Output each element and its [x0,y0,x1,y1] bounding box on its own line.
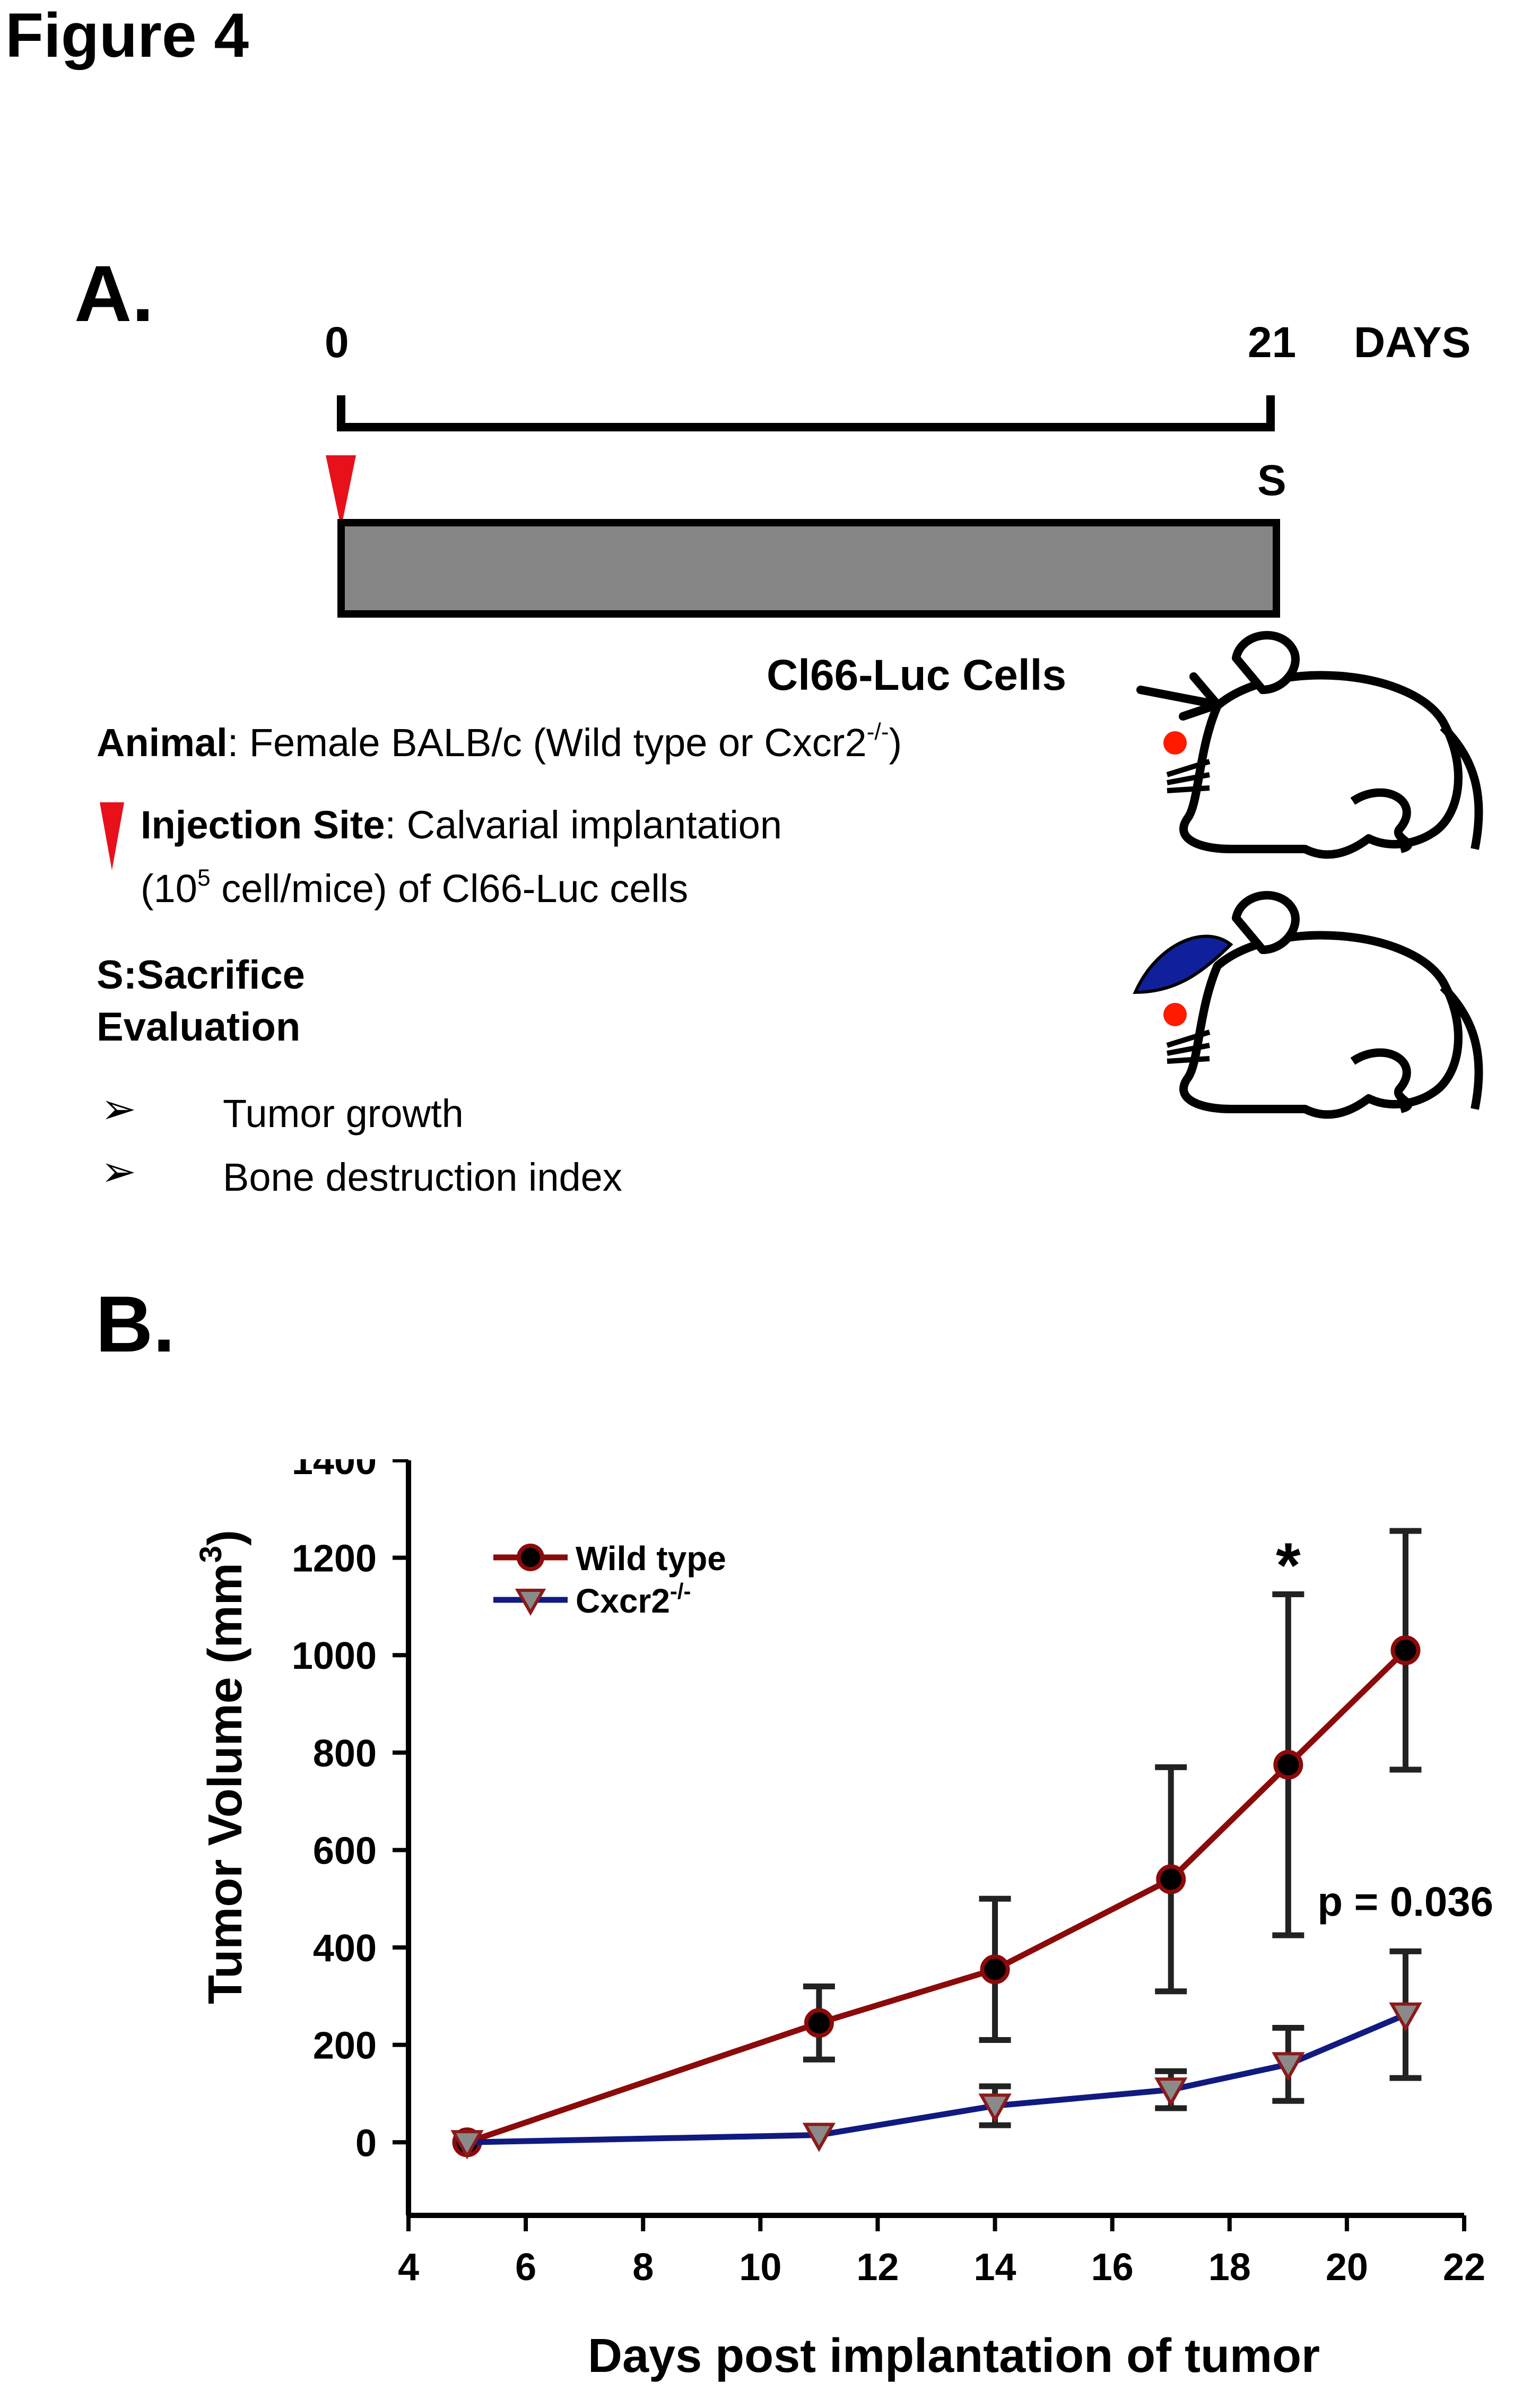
x-tick-label: 12 [856,2246,899,2289]
data-point [1156,1864,1186,1894]
injection-value: : Calvarial implantation [385,803,782,847]
injection-site-text: Injection Site: Calvarial implantation [141,805,782,845]
data-point [804,2008,834,2038]
x-axis-label: Days post implantation of tumor [588,2329,1320,2383]
arrow-bullet-icon: ➢ [101,1148,137,1195]
panel-b-label: B. [95,1279,175,1368]
series-0 [452,1528,1422,2158]
x-tick-label: 8 [632,2246,654,2289]
animal-text: Animal: Female BALB/c (Wild type or Cxcr… [97,720,902,765]
arrow-icon [1136,672,1222,721]
sacrifice-marker-label: S [1257,456,1286,505]
injection-legend-marker [100,802,124,870]
timeline-unit-label: DAYS [1354,318,1471,367]
significance-asterisk: * [1276,1530,1301,1601]
series-line [466,1648,1408,2145]
timeline-end-label: 21 [1248,318,1297,367]
y-tick-label: 200 [313,2025,377,2067]
y-tick-label: 800 [313,1733,377,1775]
y-axis-label-text: Tumor Volume (mm [199,1563,252,2004]
y-axis-label: Tumor Volume (mm3) [194,1530,252,2004]
injection-marker [326,455,356,528]
animal-value-tail: ) [889,721,902,765]
data-point [1389,2002,1422,2032]
evaluation-item: Bone destruction index [223,1155,622,1199]
mouse-icon-1 [1179,631,1483,859]
legend-label: Cxcr2-/- [576,1579,691,1620]
y-tick-label: 400 [313,1927,377,1970]
data-point [1273,1749,1303,1780]
timeline-start-label: 0 [325,318,349,367]
injection-dose-text: (105 cell/mice) of Cl66-Luc cells [141,864,689,911]
y-tick-label: 1400 [292,1459,377,1483]
arrow-bullet-icon: ➢ [101,1085,137,1132]
figure-title: Figure 4 [5,1,249,71]
data-point [978,2093,1012,2123]
series-line [467,2012,1407,2145]
mouse-icon-2 [1179,891,1483,1119]
x-tick-label: 10 [739,2246,781,2289]
panel-a-label: A. [74,249,154,338]
legend-marker [517,1544,544,1571]
data-point [1390,1635,1421,1666]
animal-value: : Female BALB/c (Wild type or Cxcr2 [227,721,867,765]
y-axis-label-sup: 3 [194,1546,228,1563]
series-1 [450,1948,1422,2160]
dose-exponent: 5 [197,864,211,891]
x-tick-label: 20 [1326,2246,1368,2289]
y-tick-label: 0 [355,2122,377,2164]
animal-key: Animal [97,721,228,765]
x-tick-label: 22 [1443,2246,1485,2289]
x-tick-label: 14 [974,2246,1016,2289]
animal-genotype-sup: -/- [866,718,889,745]
timeline-diagram [326,395,1280,618]
sacrifice-text: S:Sacrifice [97,952,305,998]
treatment-duration-bar [337,519,1280,618]
timeline-bracket [337,395,1275,431]
x-tick-label: 16 [1091,2246,1134,2289]
injection-key: Injection Site [141,803,385,847]
legend-label: Wild type [576,1539,726,1578]
y-tick-label: 1200 [292,1538,377,1580]
x-tick-label: 18 [1208,2246,1251,2289]
data-point [1272,2052,1305,2082]
cells-label: Cl66-Luc Cells [767,651,1067,699]
legend-marker [515,1589,546,1616]
tumor-mass-icon [1133,934,1233,994]
p-value-annotation: p = 0.036 [1317,1878,1493,1925]
y-tick-label: 1000 [292,1635,377,1677]
mouse-eye-2 [1163,1003,1187,1026]
y-tick-label: 600 [313,1830,377,1872]
data-point [980,1954,1010,1985]
evaluation-heading: Evaluation [97,1004,301,1050]
evaluation-item: Tumor growth [223,1092,464,1136]
mouse-illustrations [1133,631,1483,1119]
tumor-volume-chart: 0 200 400 600 800 1000 1200 1400 4 6 8 10 12 14 16 18 20… [194,1459,1493,2383]
x-tick-label: 6 [515,2246,536,2289]
data-point [1154,2077,1188,2107]
mouse-eye-1 [1163,731,1187,755]
x-tick-label: 4 [398,2246,419,2289]
data-point [450,2130,484,2160]
data-point [802,2123,836,2152]
y-axis-label-close: ) [199,1530,252,1546]
